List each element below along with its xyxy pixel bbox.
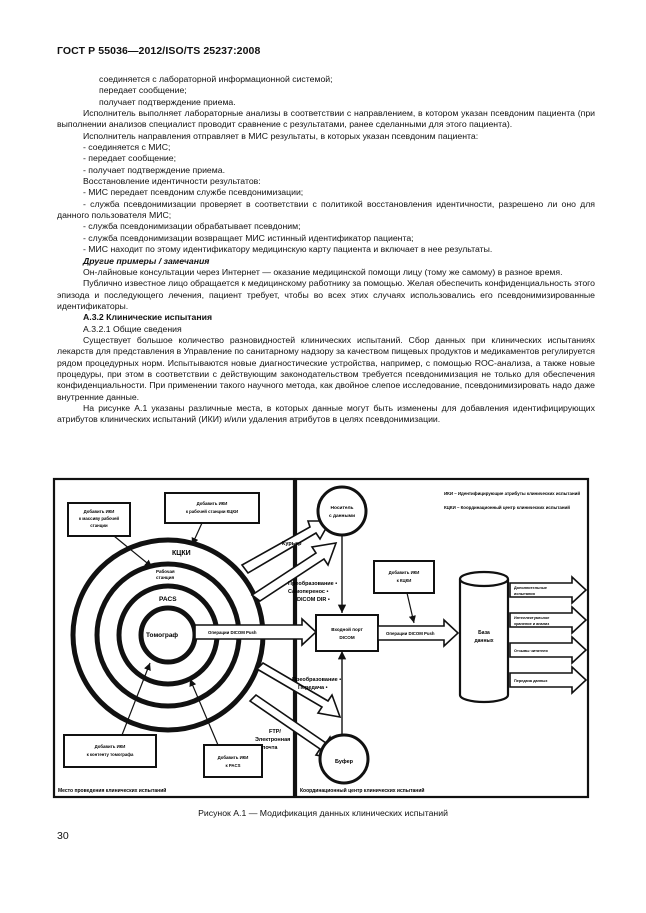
ftp-label-1: FTP/ xyxy=(269,729,281,735)
arrow-dicom-push-right xyxy=(377,618,460,648)
paragraph: соединяется с лабораторной информационно… xyxy=(99,74,333,84)
add-iki-workstation-label-3: станции xyxy=(90,523,108,528)
legend-iki: ИКИ – Идентифицирующие атрибуты клиничес… xyxy=(444,491,580,496)
figure-a1: Место проведения клинических испытаний К… xyxy=(52,473,592,808)
page-number: 30 xyxy=(57,830,69,842)
database-label: База xyxy=(478,630,490,636)
ftp-label-3: почта xyxy=(262,745,278,751)
section-heading: А.3.2 Клинические испытания xyxy=(83,312,213,323)
paragraph: На рисунке А.1 указаны различные места, … xyxy=(57,402,595,425)
arrow-transform-save xyxy=(250,541,338,602)
svg-text:Передача данных: Передача данных xyxy=(514,679,548,683)
add-iki-pacs-box xyxy=(203,744,263,778)
trial-site-caption: Место проведения клинических испытаний xyxy=(58,787,166,794)
svg-text:хранение и анализ: хранение и анализ xyxy=(514,622,549,626)
body-text: соединяется с лабораторной информационно… xyxy=(57,74,595,426)
svg-text:Отзывы читателя: Отзывы читателя xyxy=(514,649,548,653)
list-item: - получает подтверждение приема. xyxy=(83,164,225,175)
arrow-transform-transfer xyxy=(255,661,342,719)
document-header: ГОСТ Р 55036—2012/ISO/TS 25237:2008 xyxy=(57,45,261,57)
coordination-center-caption: Координационный центр клинических испыта… xyxy=(300,787,424,794)
paragraph: Исполнитель направления отправляет в МИС… xyxy=(83,130,479,141)
figure-caption: Рисунок А.1 — Модификация данных клиниче… xyxy=(198,808,448,818)
dicom-input-port-box xyxy=(315,614,379,652)
arrow-dicom-push-left xyxy=(194,617,318,647)
add-iki-kleki2-label: Добавить ИКИ xyxy=(389,570,420,575)
add-iki-tomograph-label: Добавить ИКИ xyxy=(95,744,126,749)
svg-text:Интеллектуальное: Интеллектуальное xyxy=(514,616,549,620)
list-item: - служба псевдонимизации возвращает МИС … xyxy=(83,232,414,243)
transform-save-label-3: DICOM DIR • xyxy=(297,597,330,603)
paragraph: Восстановление идентичности результатов: xyxy=(83,176,261,187)
legend-kleki: КЦКИ – Координационный центр клинических… xyxy=(444,505,570,510)
ring-kleki-label: КЦКИ xyxy=(172,550,191,557)
add-iki-pacs-label: Добавить ИКИ xyxy=(218,755,249,760)
list-item: - соединяется с МИС; xyxy=(83,142,171,153)
database-top xyxy=(458,570,510,588)
list-item: - МИС находит по этому идентификатору ме… xyxy=(83,244,493,255)
add-iki-kleki2-label-2: к КЦКИ xyxy=(397,578,412,583)
svg-text:испытания: испытания xyxy=(514,592,535,596)
ftp-label-2: Электронная xyxy=(255,737,290,743)
database-cylinder xyxy=(458,579,510,704)
output-arrow-1: Дополнительные испытания xyxy=(509,575,588,605)
paragraph: Публично известное лицо обращается к мед… xyxy=(57,278,595,311)
tomograph-label: Томограф xyxy=(146,632,178,639)
dicom-port-label-2: DICOM xyxy=(339,635,354,640)
output-arrow-3: Отзывы читателя xyxy=(509,635,588,665)
pointer-line xyxy=(406,592,416,624)
transform-transfer-label-2: Передача • xyxy=(298,685,328,691)
transfer-media-label-2: с данными xyxy=(329,514,355,519)
list-item: - передает сообщение; xyxy=(83,153,177,164)
add-iki-tomograph-label-2: к контенту томографа xyxy=(87,752,134,757)
paragraph: передает сообщение; xyxy=(99,85,187,96)
transform-save-label-2: Самоперенос • xyxy=(288,589,328,595)
buffer-label: Буфер xyxy=(335,758,354,765)
ring-pacs-label: PACS xyxy=(159,596,177,603)
paragraph: получает подтверждение приема. xyxy=(99,96,236,107)
transform-save-label-1: Преобразование • xyxy=(288,580,337,587)
add-iki-kleki2-box xyxy=(373,560,435,594)
dicom-port-label: Входной порт xyxy=(331,626,363,632)
pointer-line xyxy=(121,662,151,736)
add-iki-workstation-label-2: к массиву рабочей xyxy=(79,516,119,521)
pointer-line xyxy=(189,678,219,746)
output-arrow-2: Интеллектуальное хранение и анализ xyxy=(509,605,588,635)
pointer-line xyxy=(113,535,153,568)
database-label-2: данных xyxy=(474,638,493,644)
add-iki-pacs-label-2: к PACS xyxy=(226,763,241,768)
add-iki-tomograph-box xyxy=(63,734,157,768)
svg-text:Дополнительные: Дополнительные xyxy=(514,586,547,590)
ring-workstation-label: Рабочая xyxy=(156,568,175,574)
transfer-media-circle xyxy=(316,485,368,537)
subheading: Другие примеры / замечания xyxy=(83,255,210,266)
output-arrow-4: Передача данных xyxy=(509,665,588,695)
add-iki-kleki-label-2: к рабочей станции КЦКИ xyxy=(186,509,238,514)
add-iki-kleki-box xyxy=(164,492,260,524)
transform-transfer-label-1: Преобразование • xyxy=(292,676,341,683)
add-iki-workstation-label: Добавить ИКИ xyxy=(84,509,115,514)
list-item: - служба псевдонимизации проверяет в соо… xyxy=(57,198,595,221)
dicom-push-left-label: Операции DICOM Push xyxy=(208,630,257,635)
subsection-heading: А.3.2.1 Общие сведения xyxy=(83,323,182,334)
pointer-line xyxy=(191,522,203,546)
list-item: - МИС передает псевдоним службе псевдони… xyxy=(83,187,304,198)
list-item: - служба псевдонимизации обрабатывает пс… xyxy=(83,221,301,232)
dicom-push-right-label: Операции DICOM Push xyxy=(386,631,435,636)
buffer-circle xyxy=(318,733,370,785)
paragraph: Исполнитель выполняет лабораторные анали… xyxy=(57,108,595,130)
paragraph: Он-лайновые консультации через Интернет … xyxy=(83,266,563,277)
ring-workstation-label-2: станция xyxy=(156,575,174,580)
arrow-courier-label: Курьер xyxy=(282,541,302,547)
add-iki-workstation-box xyxy=(67,502,131,537)
paragraph: Существует большое количество разновидно… xyxy=(57,334,595,402)
add-iki-kleki-label: Добавить ИКИ xyxy=(197,501,228,506)
transfer-media-label: Носитель xyxy=(331,505,354,511)
